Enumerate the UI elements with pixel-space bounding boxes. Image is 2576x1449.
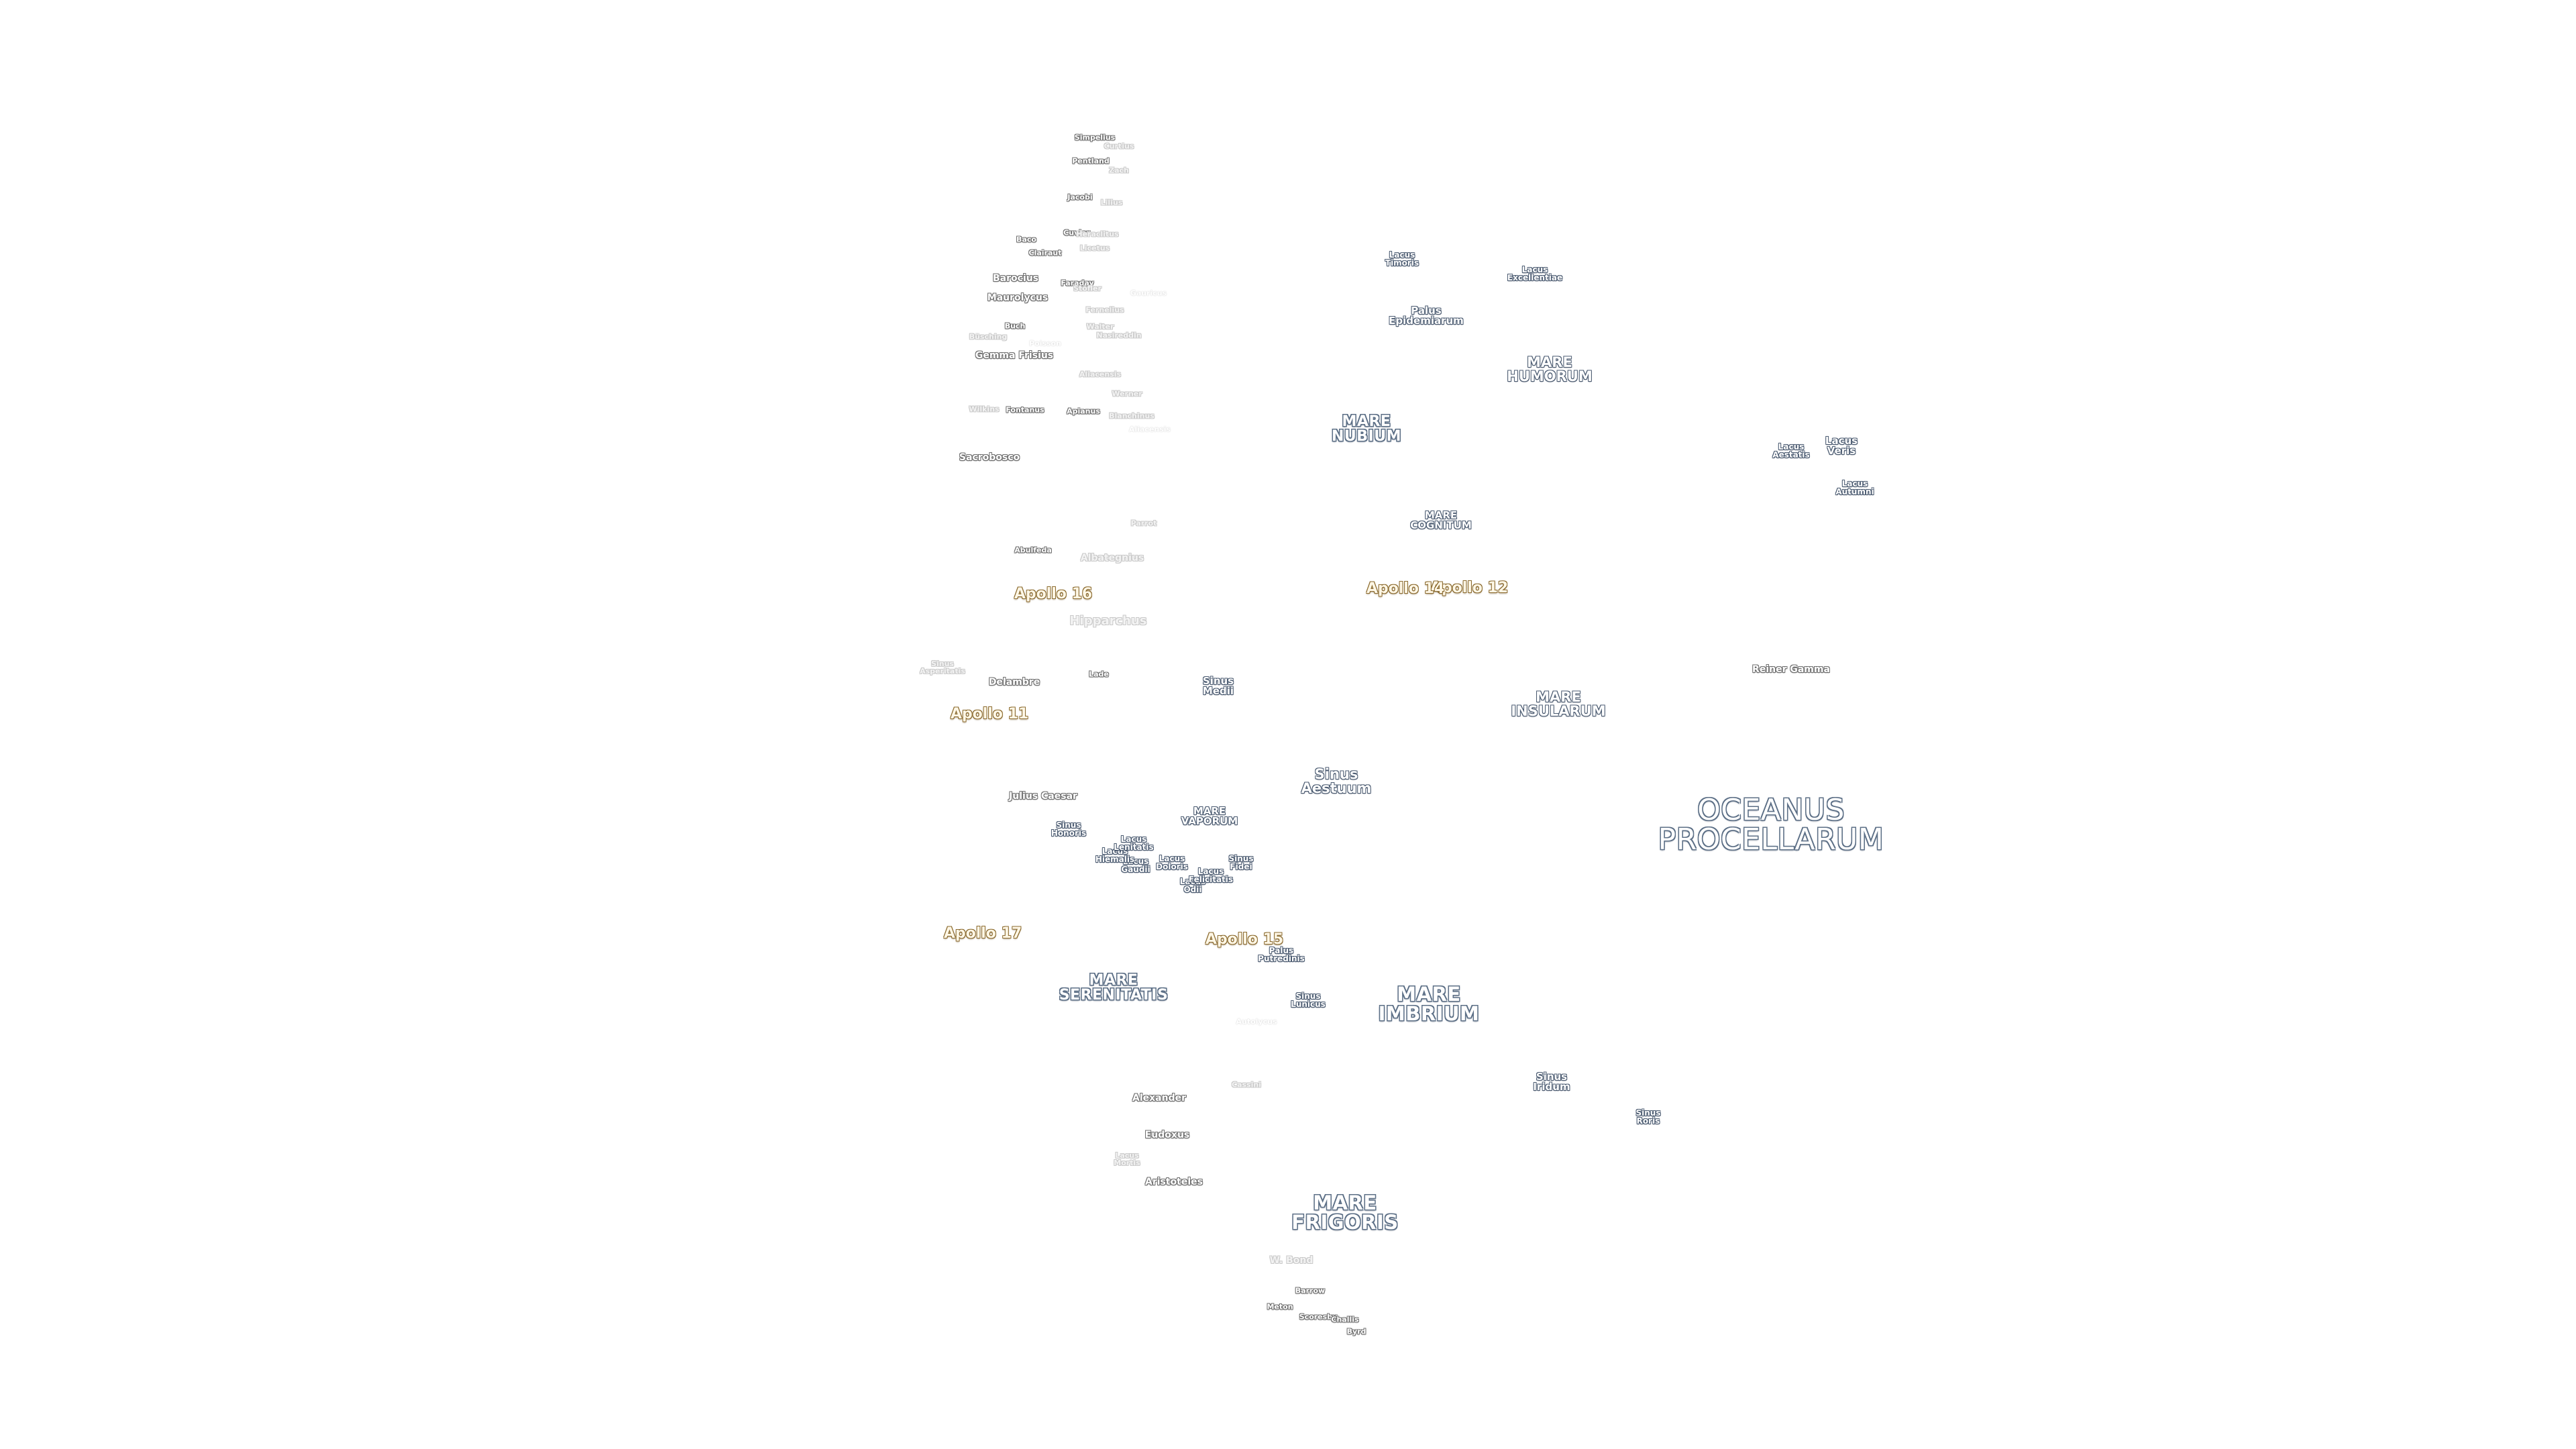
label-sinus-asperitatis: Sinus Asperitatis [920, 659, 965, 676]
label-mare-vaporum: MARE VAPORUM [1181, 805, 1238, 827]
label-mare-insularum: MARE INSULARUM [1511, 689, 1606, 719]
label-crater-pentland: Pentland [1072, 156, 1110, 166]
label-lacus-lenitatis: Lacus Lenitatis [1114, 835, 1154, 852]
label-sinus-roris: Sinus Roris [1635, 1108, 1661, 1126]
label-crater-eudoxus: Eudoxus [1144, 1130, 1190, 1140]
label-crater-delambre: Delambre [988, 677, 1040, 688]
label-crater-byrd: Byrd [1346, 1327, 1366, 1336]
label-crater-fernelius: Fernelius [1085, 305, 1124, 315]
label-mare-nubium: MARE NUBIUM [1332, 413, 1401, 445]
label-crater-nasireddin: Nasireddin [1096, 331, 1142, 340]
label-crater-aliacensis-2: Aliacensis [1079, 370, 1122, 379]
label-crater-stofler: Stöfler [1073, 284, 1102, 293]
label-palus-epidemiarum: Palus Epidemiarum [1389, 305, 1464, 327]
label-lacus-hiemalis: Lacus Hiemalis [1095, 847, 1135, 864]
label-lacus-timoris: Lacus Timoris [1385, 250, 1419, 268]
label-crater-lade: Lade [1089, 669, 1109, 679]
label-mare-frigoris: MARE FRIGORIS [1291, 1191, 1399, 1234]
label-oceanus-procellarum: OCEANUS PROCELLARUM [1658, 793, 1884, 857]
label-crater-simpelius: Simpelius [1074, 133, 1116, 142]
label-lacus-felicitatis: Lacus Felicitatis [1188, 867, 1234, 884]
label-mare-serenitatis: MARE SERENITATIS [1059, 972, 1169, 1004]
label-crater-gemma-frisius: Gemma Frisius [975, 350, 1054, 361]
label-crater-wilkins: Wilkins [969, 405, 1000, 414]
label-sinus-honoris: Sinus Honoris [1051, 820, 1087, 838]
label-crater-maurolycus: Maurolycus [987, 292, 1049, 303]
label-crater-werner: Werner [1112, 389, 1142, 398]
label-crater-barocius: Barocius [992, 273, 1039, 284]
label-crater-gauricus: Gauricus [1130, 288, 1167, 298]
label-lacus-mortis: Lacus Mortis [1114, 1151, 1140, 1167]
label-crater-curtius: Curtius [1104, 142, 1134, 151]
label-crater-aristoteles: Aristoteles [1145, 1177, 1203, 1187]
label-mare-imbrium: MARE IMBRIUM [1378, 983, 1480, 1025]
label-lacus-autumni: Lacus Autumni [1835, 479, 1874, 496]
label-crater-baco: Baco [1016, 235, 1036, 244]
label-apollo-11: Apollo 11 [950, 706, 1029, 722]
label-crater-walter: Walter [1086, 322, 1114, 331]
label-crater-alexander: Alexander [1132, 1093, 1186, 1104]
label-crater-cassini: Cassini [1232, 1080, 1261, 1089]
label-apollo-14: Apollo 14 [1366, 580, 1445, 597]
label-sinus-aestuum: Sinus Aestuum [1301, 766, 1372, 796]
label-lacus-gaudii: Lacus Gaudii [1121, 857, 1150, 874]
label-crater-clairaut: Clairaut [1028, 248, 1062, 258]
label-lacus-doloris: Lacus Doloris [1156, 854, 1188, 871]
label-crater-jacobi: Jacobi [1067, 193, 1093, 202]
label-crater-blanchinus: Blanchinus [1109, 411, 1155, 421]
label-palus-putredinis: Palus Putredinis [1258, 946, 1305, 963]
label-crater-hipparchus: Hipparchus [1069, 614, 1147, 628]
label-lacus-aestatis: Lacus Aestatis [1772, 442, 1810, 460]
label-crater-albategnius: Albategnius [1080, 553, 1144, 564]
label-sinus-fidei: Sinus Fidei [1228, 854, 1254, 871]
label-crater-apianus: Apianus [1067, 407, 1100, 416]
label-apollo-16: Apollo 16 [1014, 586, 1093, 602]
label-sinus-medii: Sinus Medii [1202, 675, 1234, 697]
label-crater-abulfeda: Abulfeda [1014, 545, 1052, 555]
label-crater-heraclitus: Heraclitus [1076, 229, 1119, 239]
label-apollo-15: Apollo 15 [1205, 931, 1284, 948]
label-crater-reiner-gamma: Reiner Gamma [1752, 664, 1830, 675]
label-mare-humorum: MARE HUMORUM [1507, 354, 1593, 384]
label-lacus-odii: Lacus Odii [1179, 877, 1206, 894]
label-apollo-17: Apollo 17 [943, 925, 1022, 942]
label-crater-aliacensis: Aliacensis [1128, 425, 1171, 434]
label-crater-scoresby: Scoresby [1299, 1312, 1338, 1322]
label-crater-cuvier: Cuvier [1063, 228, 1090, 237]
label-crater-parrot: Parrot [1130, 519, 1157, 528]
label-crater-lilius: Lilius [1100, 198, 1123, 207]
label-mare-cognitum: MARE COGNITUM [1410, 509, 1472, 531]
label-crater-poisson: Poisson [1029, 339, 1061, 348]
label-apollo-12: Apollo 12 [1430, 580, 1509, 596]
label-crater-w-bond: W. Bond [1269, 1255, 1313, 1266]
label-crater-faraday: Faraday [1061, 278, 1094, 288]
label-crater-busching: Büsching [969, 332, 1008, 341]
label-crater-sacrobosco: Sacrobosco [959, 452, 1020, 463]
label-sinus-lunicus: Sinus Lunicus [1291, 991, 1326, 1009]
label-sinus-iridum: Sinus Iridum [1533, 1071, 1570, 1093]
label-lacus-excellentiae: Lacus Excellentiae [1507, 265, 1563, 282]
label-crater-fontanus: Fontanus [1006, 405, 1044, 415]
label-crater-licetus: Licetus [1079, 244, 1110, 253]
label-crater-meton: Meton [1267, 1302, 1293, 1311]
label-crater-challis: Challis [1331, 1315, 1359, 1324]
label-crater-buch: Buch [1004, 321, 1026, 331]
label-crater-julius-caesar: Julius Caesar [1009, 791, 1077, 802]
label-crater-barrow: Barrow [1295, 1286, 1326, 1295]
label-crater-autolycus: Autolycus [1236, 1017, 1277, 1026]
label-lacus-veris: Lacus Veris [1825, 435, 1858, 457]
label-crater-zach: Zach [1109, 166, 1129, 175]
